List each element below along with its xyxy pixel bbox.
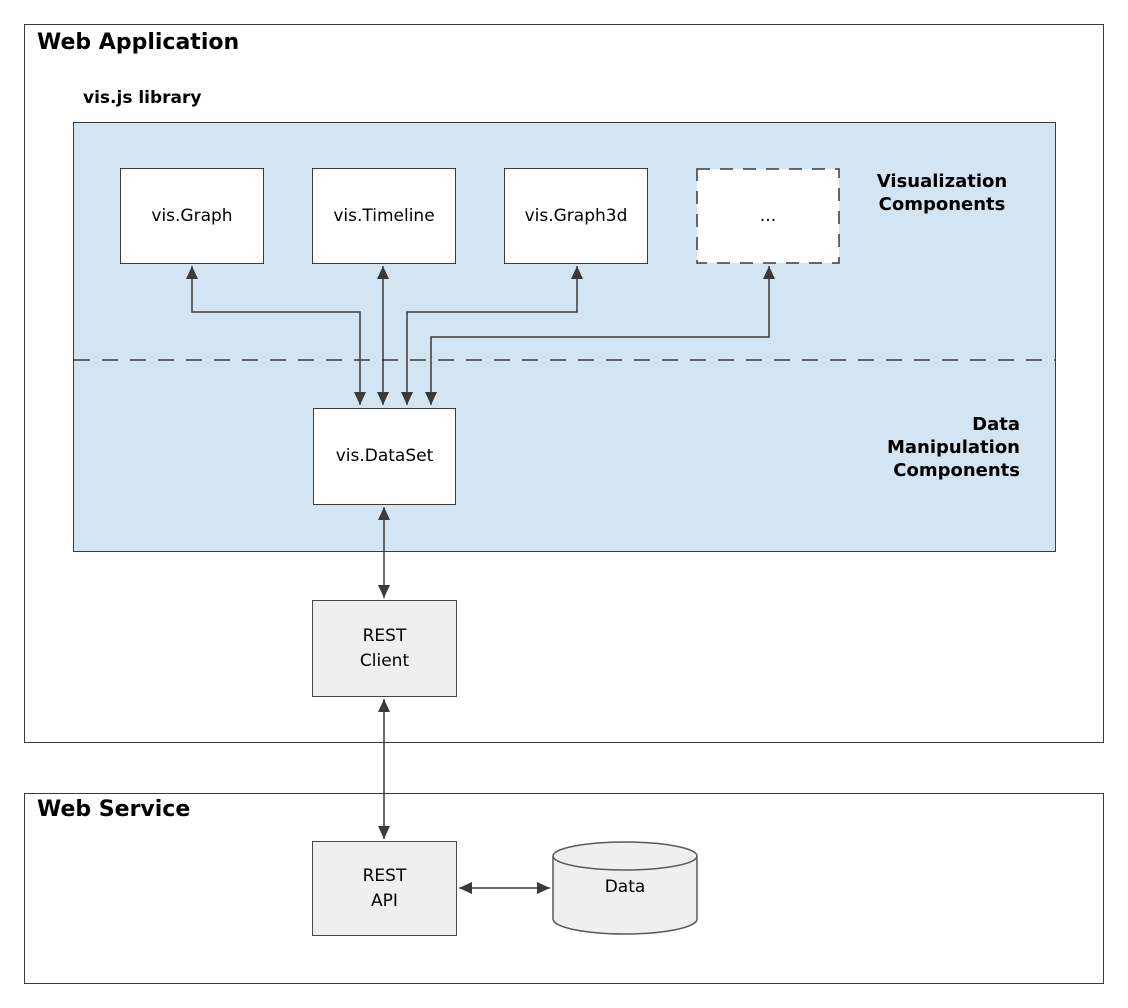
label-data-manipulation-components: Data Manipulation Components xyxy=(886,414,1020,481)
node-vis-timeline: vis.Timeline xyxy=(312,168,456,264)
node-vis-graph3d: vis.Graph3d xyxy=(504,168,648,264)
node-more-label: ... xyxy=(759,205,777,226)
node-rest-client: REST Client xyxy=(312,600,457,697)
node-vis-dataset: vis.DataSet xyxy=(313,408,456,505)
database-cylinder-icon xyxy=(552,841,698,935)
node-vis-graph: vis.Graph xyxy=(120,168,264,264)
node-more-components: ... xyxy=(696,168,840,264)
label-visualization-components: Visualization Components xyxy=(876,171,1008,215)
vis-library-title: vis.js library xyxy=(83,88,202,108)
dashed-box-outline xyxy=(696,168,840,264)
data-cylinder-label: Data xyxy=(604,877,646,897)
data-cylinder: Data xyxy=(552,841,698,935)
web-service-title: Web Service xyxy=(37,797,191,822)
web-application-title: Web Application xyxy=(37,30,240,55)
node-rest-api: REST API xyxy=(312,841,457,936)
